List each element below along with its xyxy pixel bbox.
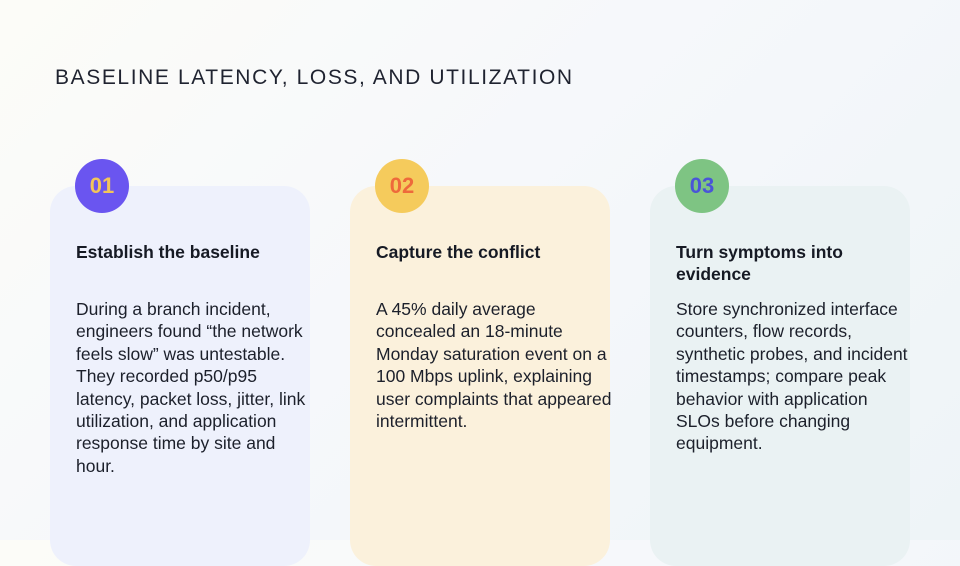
step-body-3: Store synchronized interface counters, f… [676, 299, 908, 454]
step-heading-2: Capture the conflict [376, 242, 541, 262]
step-number-badge-2: 02 [375, 159, 429, 213]
step-card-3 [650, 186, 910, 566]
step-card-2 [350, 186, 610, 566]
step-body-1: During a branch incident, engineers foun… [76, 299, 306, 476]
slide-title: BASELINE LATENCY, LOSS, AND UTILIZATION [55, 66, 574, 89]
step-heading-3: Turn symptoms into evidence [676, 242, 843, 284]
step-card-1 [50, 186, 310, 566]
step-heading-1: Establish the baseline [76, 242, 260, 262]
step-body-2: A 45% daily average concealed an 18-minu… [376, 299, 612, 432]
step-number-badge-1: 01 [75, 159, 129, 213]
step-number-badge-3: 03 [675, 159, 729, 213]
